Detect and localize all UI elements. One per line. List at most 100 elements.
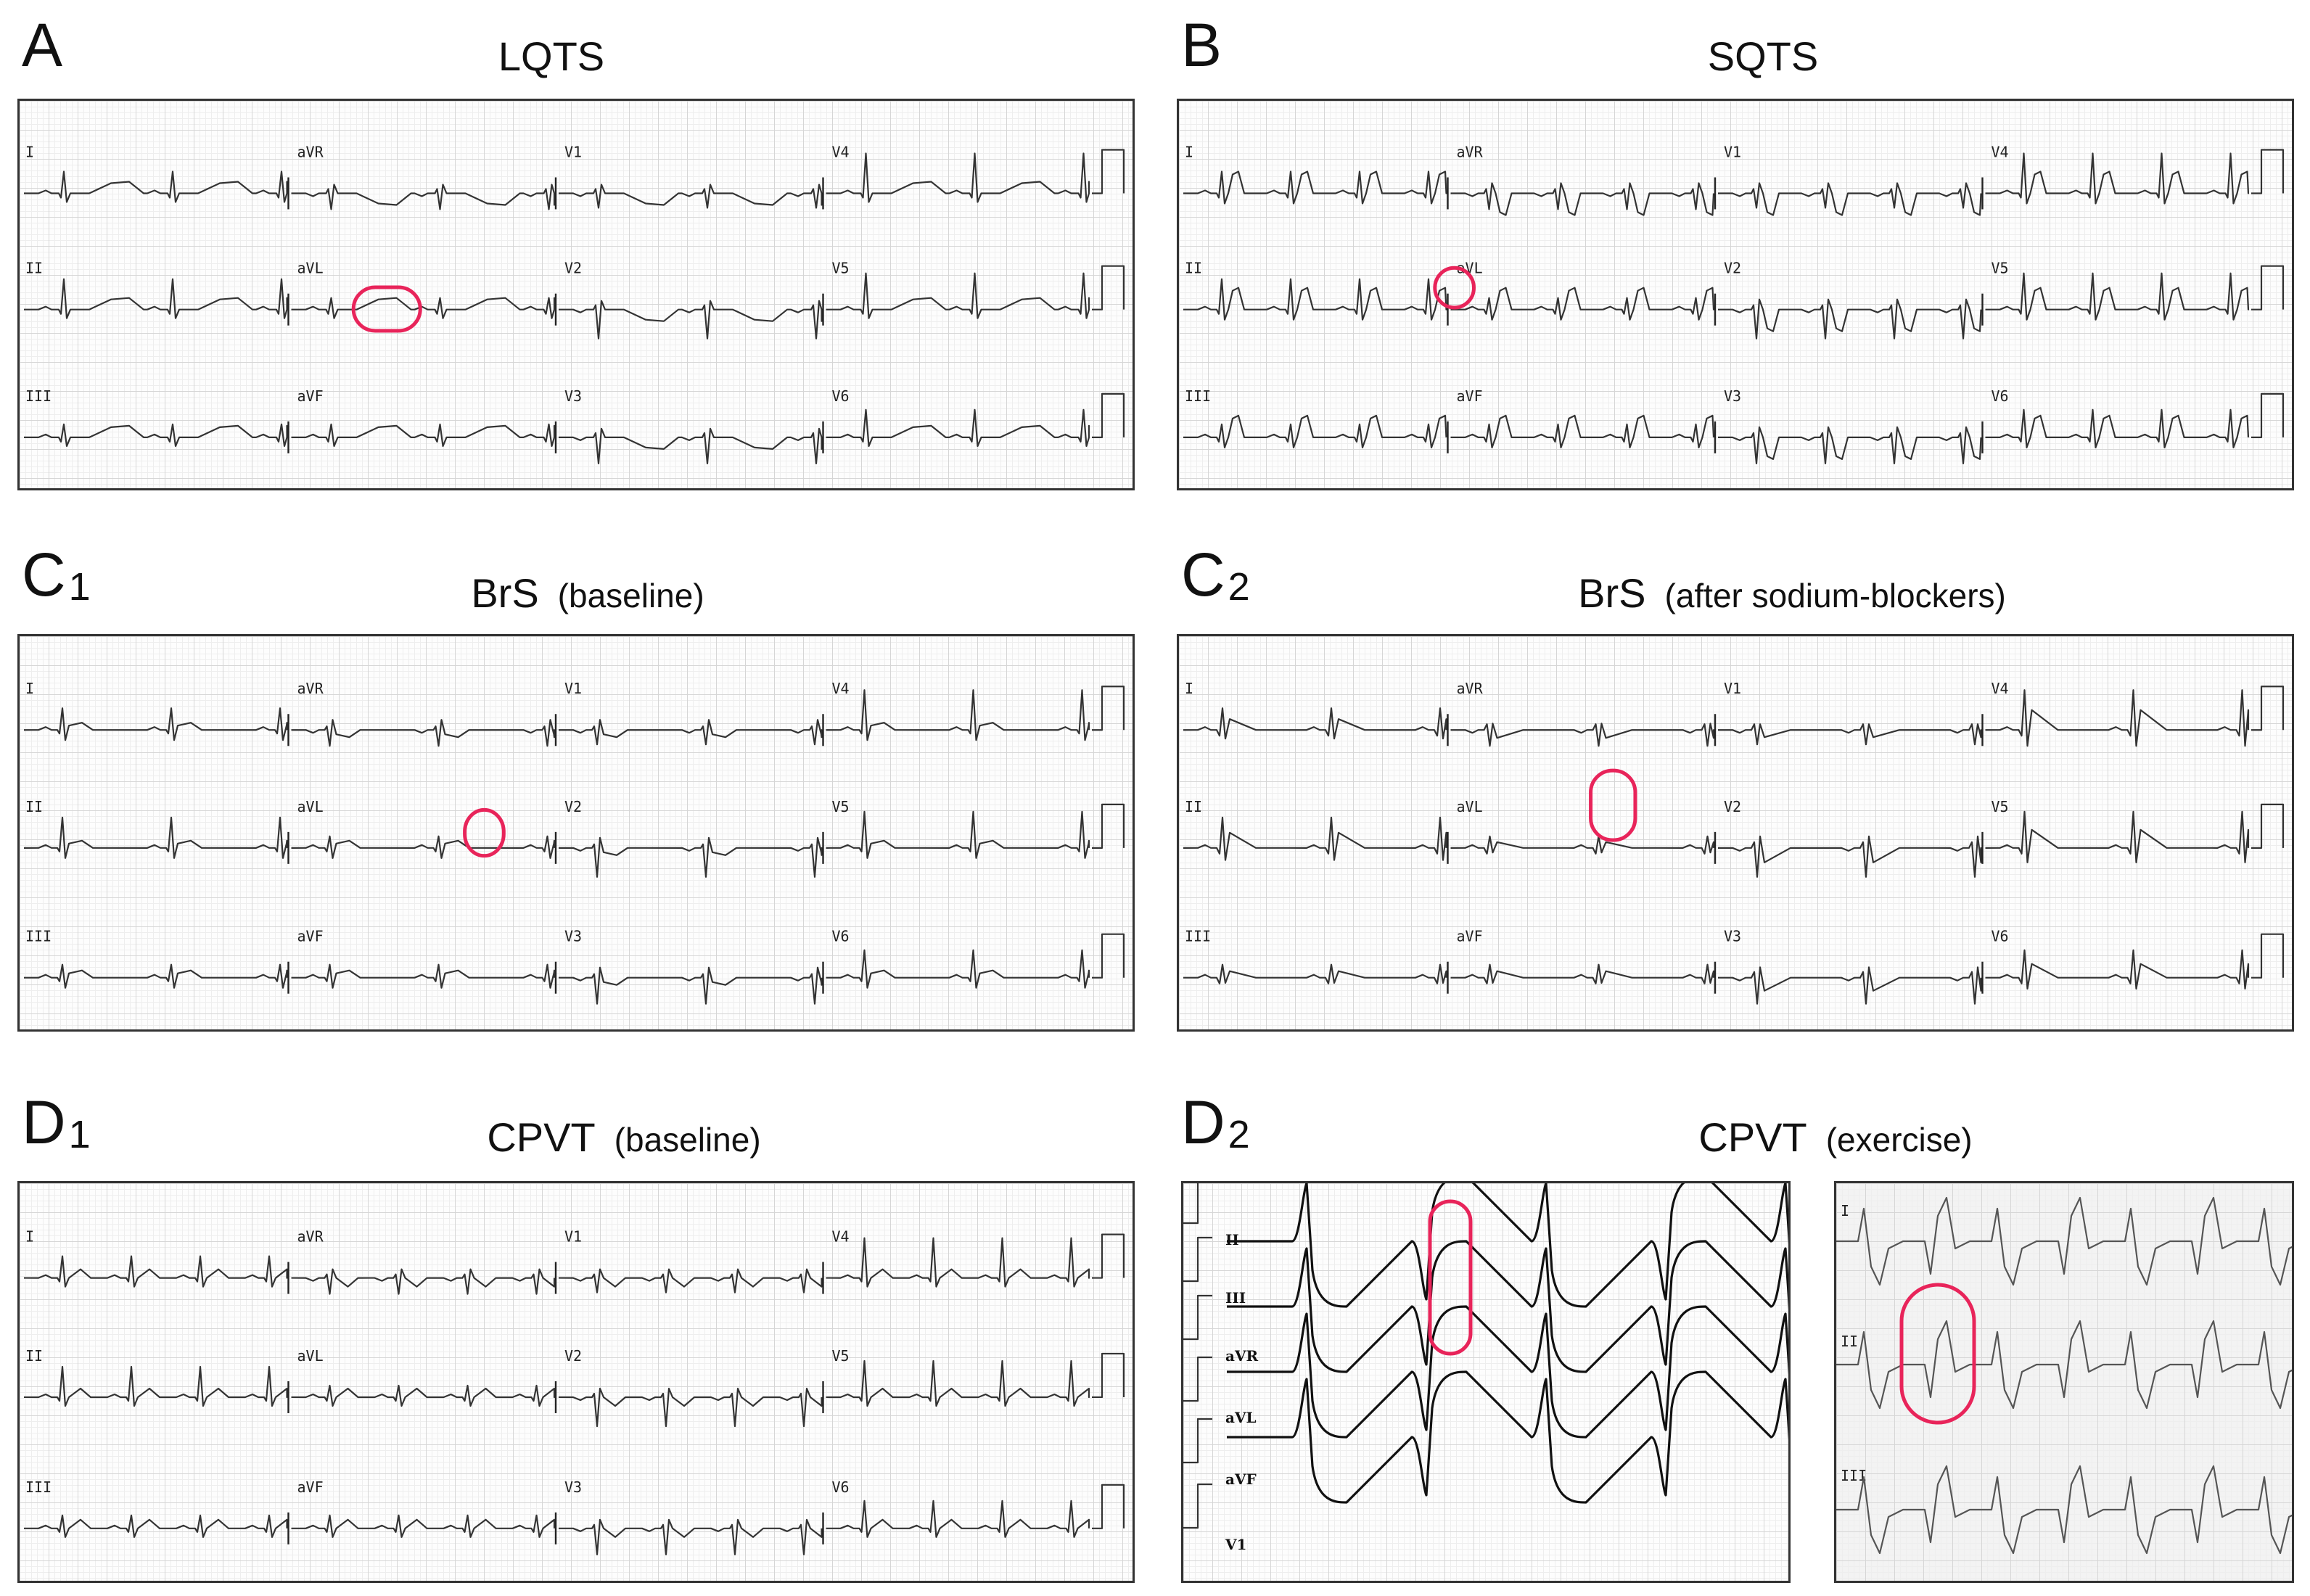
lead-label: aVL xyxy=(1457,798,1483,815)
ecg-trace xyxy=(1836,1465,2292,1555)
calibration-pulse xyxy=(1092,1484,1125,1529)
lead-label: aVR xyxy=(1457,143,1484,160)
panel-letter-d1: D1 xyxy=(22,1088,91,1156)
lead-label: V2 xyxy=(564,1347,582,1365)
calibration-step xyxy=(1183,1236,1212,1283)
lead-label: V1 xyxy=(564,680,582,697)
lead-label: II xyxy=(25,1347,43,1365)
calibration-pulse xyxy=(1092,265,1125,310)
lead-label: aVR xyxy=(1457,680,1484,697)
calibration-pulse xyxy=(1092,803,1125,849)
highlight-marker xyxy=(351,285,422,333)
lead-label: V2 xyxy=(564,798,582,815)
lead-label: aVL xyxy=(1225,1409,1257,1426)
panel-letter-d2: D2 xyxy=(1181,1088,1250,1156)
highlight-marker xyxy=(1899,1283,1976,1425)
ecg-trace xyxy=(1227,1305,1788,1439)
highlight-marker xyxy=(1433,266,1476,310)
calibration-step xyxy=(1183,1418,1212,1464)
calibration-pulse xyxy=(2251,149,2285,194)
calibration-step xyxy=(1183,1294,1212,1341)
calibration-step xyxy=(1183,1356,1212,1402)
highlight-marker xyxy=(463,807,506,858)
lead-label: aVF xyxy=(1457,928,1483,945)
lead-label: V3 xyxy=(1724,387,1741,405)
lead-label: V5 xyxy=(1992,798,2009,815)
lead-label: V5 xyxy=(832,1347,850,1365)
ecg-trace xyxy=(1227,1240,1788,1373)
lead-label: V5 xyxy=(1992,260,2009,277)
lead-label: II xyxy=(25,260,43,277)
panel-title-b: SQTS xyxy=(1707,33,1819,79)
lead-label: V6 xyxy=(832,1478,850,1496)
lead-label: aVF xyxy=(1457,387,1483,405)
lead-label: aVR xyxy=(1225,1347,1258,1365)
lead-label: aVR xyxy=(297,143,324,160)
lead-label: V1 xyxy=(1724,143,1741,160)
lead-label: V4 xyxy=(832,143,850,160)
lead-label: II xyxy=(1185,260,1202,277)
lead-label: V3 xyxy=(564,1478,582,1496)
lead-label: V5 xyxy=(832,260,850,277)
lead-label: III xyxy=(25,1478,52,1496)
panel-title-d1: CPVT(baseline) xyxy=(487,1114,761,1160)
calibration-pulse xyxy=(2251,265,2285,310)
calibration-pulse xyxy=(1092,933,1125,979)
lead-label: I xyxy=(25,143,34,160)
lead-label: III xyxy=(1185,387,1211,405)
lead-label: V2 xyxy=(564,260,582,277)
calibration-pulse xyxy=(2251,392,2285,438)
lead-label: I xyxy=(1185,143,1193,160)
lead-label: aVF xyxy=(1225,1470,1257,1488)
lead-label: II xyxy=(1841,1333,1858,1350)
calibration-pulse xyxy=(1092,1233,1125,1279)
lead-label: V6 xyxy=(832,387,850,405)
ecg-trace xyxy=(1227,1183,1788,1308)
lead-label: III xyxy=(1225,1289,1246,1307)
lead-label: I xyxy=(25,680,34,697)
lead-label: III xyxy=(1185,928,1211,945)
calibration-pulse xyxy=(1092,686,1125,731)
panel-title-d2: CPVT(exercise) xyxy=(1698,1114,1973,1160)
panel-letter-a: A xyxy=(22,11,63,79)
lead-label: V3 xyxy=(564,387,582,405)
lead-label: aVL xyxy=(297,798,324,815)
ecg-trace xyxy=(1836,1196,2292,1286)
lead-label: V4 xyxy=(1992,680,2009,697)
panel-letter-c1: C1 xyxy=(22,540,91,609)
lead-label: V2 xyxy=(1724,798,1741,815)
lead-label: I xyxy=(25,1228,34,1246)
lead-label: aVF xyxy=(297,928,324,945)
lead-label: V1 xyxy=(564,1228,582,1246)
lead-label: V6 xyxy=(832,928,850,945)
ecg-trace xyxy=(1836,1320,2292,1410)
lead-label: V4 xyxy=(1992,143,2009,160)
lead-label: V6 xyxy=(1992,387,2009,405)
ecg-trace xyxy=(1227,1370,1788,1504)
calibration-pulse xyxy=(1092,392,1125,438)
calibration-pulse xyxy=(2251,933,2285,979)
panel-title-a: LQTS xyxy=(498,33,605,79)
lead-label: V1 xyxy=(564,143,582,160)
lead-label: V4 xyxy=(832,680,850,697)
lead-label: V4 xyxy=(832,1228,850,1246)
lead-label: V1 xyxy=(1724,680,1741,697)
lead-label: II xyxy=(1225,1231,1239,1249)
highlight-marker xyxy=(1589,768,1637,842)
calibration-pulse xyxy=(1092,1352,1125,1399)
panel-title-c2: BrS(after sodium-blockers) xyxy=(1578,570,2006,616)
calibration-step xyxy=(1183,1183,1199,1225)
lead-label: aVL xyxy=(297,260,324,277)
